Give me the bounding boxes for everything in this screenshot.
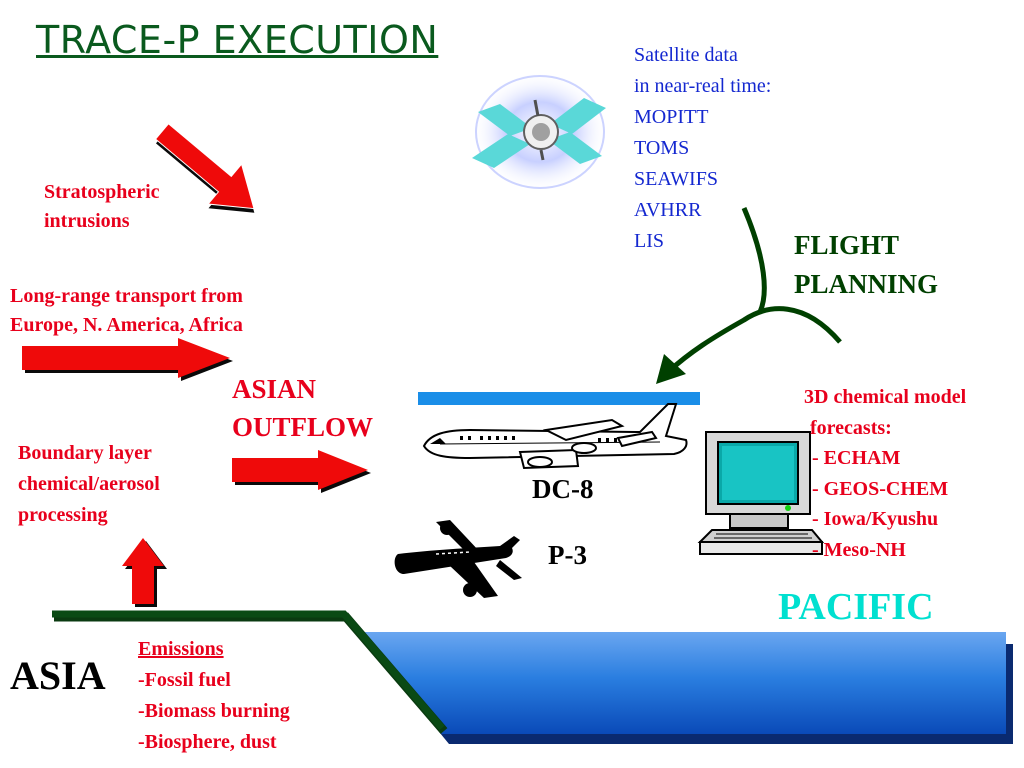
model-item: - Meso-NH	[804, 535, 966, 566]
outflow-arrow	[232, 450, 371, 493]
flight-planning-line: PLANNING	[794, 265, 938, 304]
stratospheric-line: intrusions	[44, 207, 160, 236]
emission-item: -Fossil fuel	[138, 665, 290, 696]
asian-outflow-label: ASIAN OUTFLOW	[232, 370, 373, 446]
emission-item: -Biomass burning	[138, 696, 290, 727]
satellite-heading-line: in near-real time:	[634, 71, 771, 102]
model-item: - Iowa/Kyushu	[804, 504, 966, 535]
models-heading-line: 3D chemical model	[804, 382, 966, 413]
flight-planning-line: FLIGHT	[794, 226, 938, 265]
satellite-icon	[472, 72, 608, 192]
long-range-label: Long-range transport from Europe, N. Ame…	[10, 282, 243, 340]
model-item: - GEOS-CHEM	[804, 474, 966, 505]
instrument-label: AVHRR	[634, 195, 771, 226]
satellite-heading-line: Satellite data	[634, 40, 771, 71]
boundary-layer-line: processing	[18, 500, 160, 531]
dc8-aircraft-icon	[424, 404, 687, 468]
page-title: TRACE-P EXECUTION	[36, 18, 438, 62]
stratospheric-arrow	[143, 112, 273, 233]
asia-label: ASIA	[10, 652, 106, 699]
instrument-label: MOPITT	[634, 102, 771, 133]
stratospheric-label: Stratospheric intrusions	[44, 178, 160, 236]
models-heading-line: forecasts:	[804, 413, 966, 444]
emissions-heading: Emissions	[138, 634, 290, 665]
p3-label: P-3	[548, 540, 587, 571]
instrument-label: LIS	[634, 226, 771, 257]
asian-outflow-line: OUTFLOW	[232, 408, 373, 446]
long-range-line: Long-range transport from	[10, 282, 243, 311]
satellite-data-block: Satellite data in near-real time: MOPITT…	[634, 40, 771, 257]
asian-outflow-line: ASIAN	[232, 370, 373, 408]
pacific-label: PACIFIC	[778, 585, 934, 629]
boundary-layer-label: Boundary layer chemical/aerosol processi…	[18, 438, 160, 531]
boundary-layer-line: Boundary layer	[18, 438, 160, 469]
flight-planning-label: FLIGHT PLANNING	[794, 226, 938, 304]
pacific-ocean	[360, 632, 1013, 744]
dc8-label: DC-8	[532, 474, 594, 505]
stratospheric-line: Stratospheric	[44, 178, 160, 207]
instrument-label: SEAWIFS	[634, 164, 771, 195]
model-item: - ECHAM	[804, 443, 966, 474]
altitude-bar	[418, 392, 700, 405]
emission-item: -Biosphere, dust	[138, 727, 290, 758]
p3-aircraft-icon	[395, 520, 522, 598]
long-range-arrow	[22, 338, 233, 381]
instrument-label: TOMS	[634, 133, 771, 164]
boundary-up-arrow	[122, 538, 167, 607]
chemical-models-block: 3D chemical model forecasts: - ECHAM - G…	[804, 382, 966, 565]
long-range-line: Europe, N. America, Africa	[10, 311, 243, 340]
boundary-layer-line: chemical/aerosol	[18, 469, 160, 500]
emissions-block: Emissions -Fossil fuel -Biomass burning …	[138, 634, 290, 758]
